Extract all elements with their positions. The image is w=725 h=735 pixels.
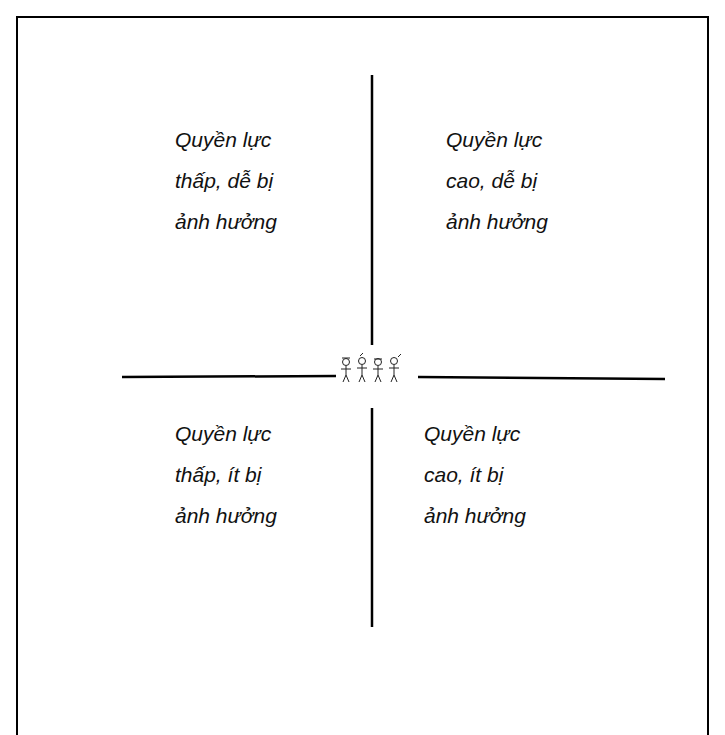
axis-line: [122, 376, 336, 377]
axis-line: [371, 408, 374, 627]
page-frame: [17, 17, 708, 735]
axis-line: [371, 75, 374, 345]
people-icon: [341, 353, 401, 382]
quadrant-label: Quyền lực thấp, dễ bị ảnh hưởng: [175, 119, 287, 242]
quadrant-label: Quyền lực cao, ít bị ảnh hưởng: [424, 413, 536, 536]
quadrant-label: Quyền lực cao, dễ bị ảnh hưởng: [446, 119, 558, 242]
quadrant-label: Quyền lực thấp, ít bị ảnh hưởng: [175, 413, 287, 536]
axis-line: [418, 377, 665, 379]
